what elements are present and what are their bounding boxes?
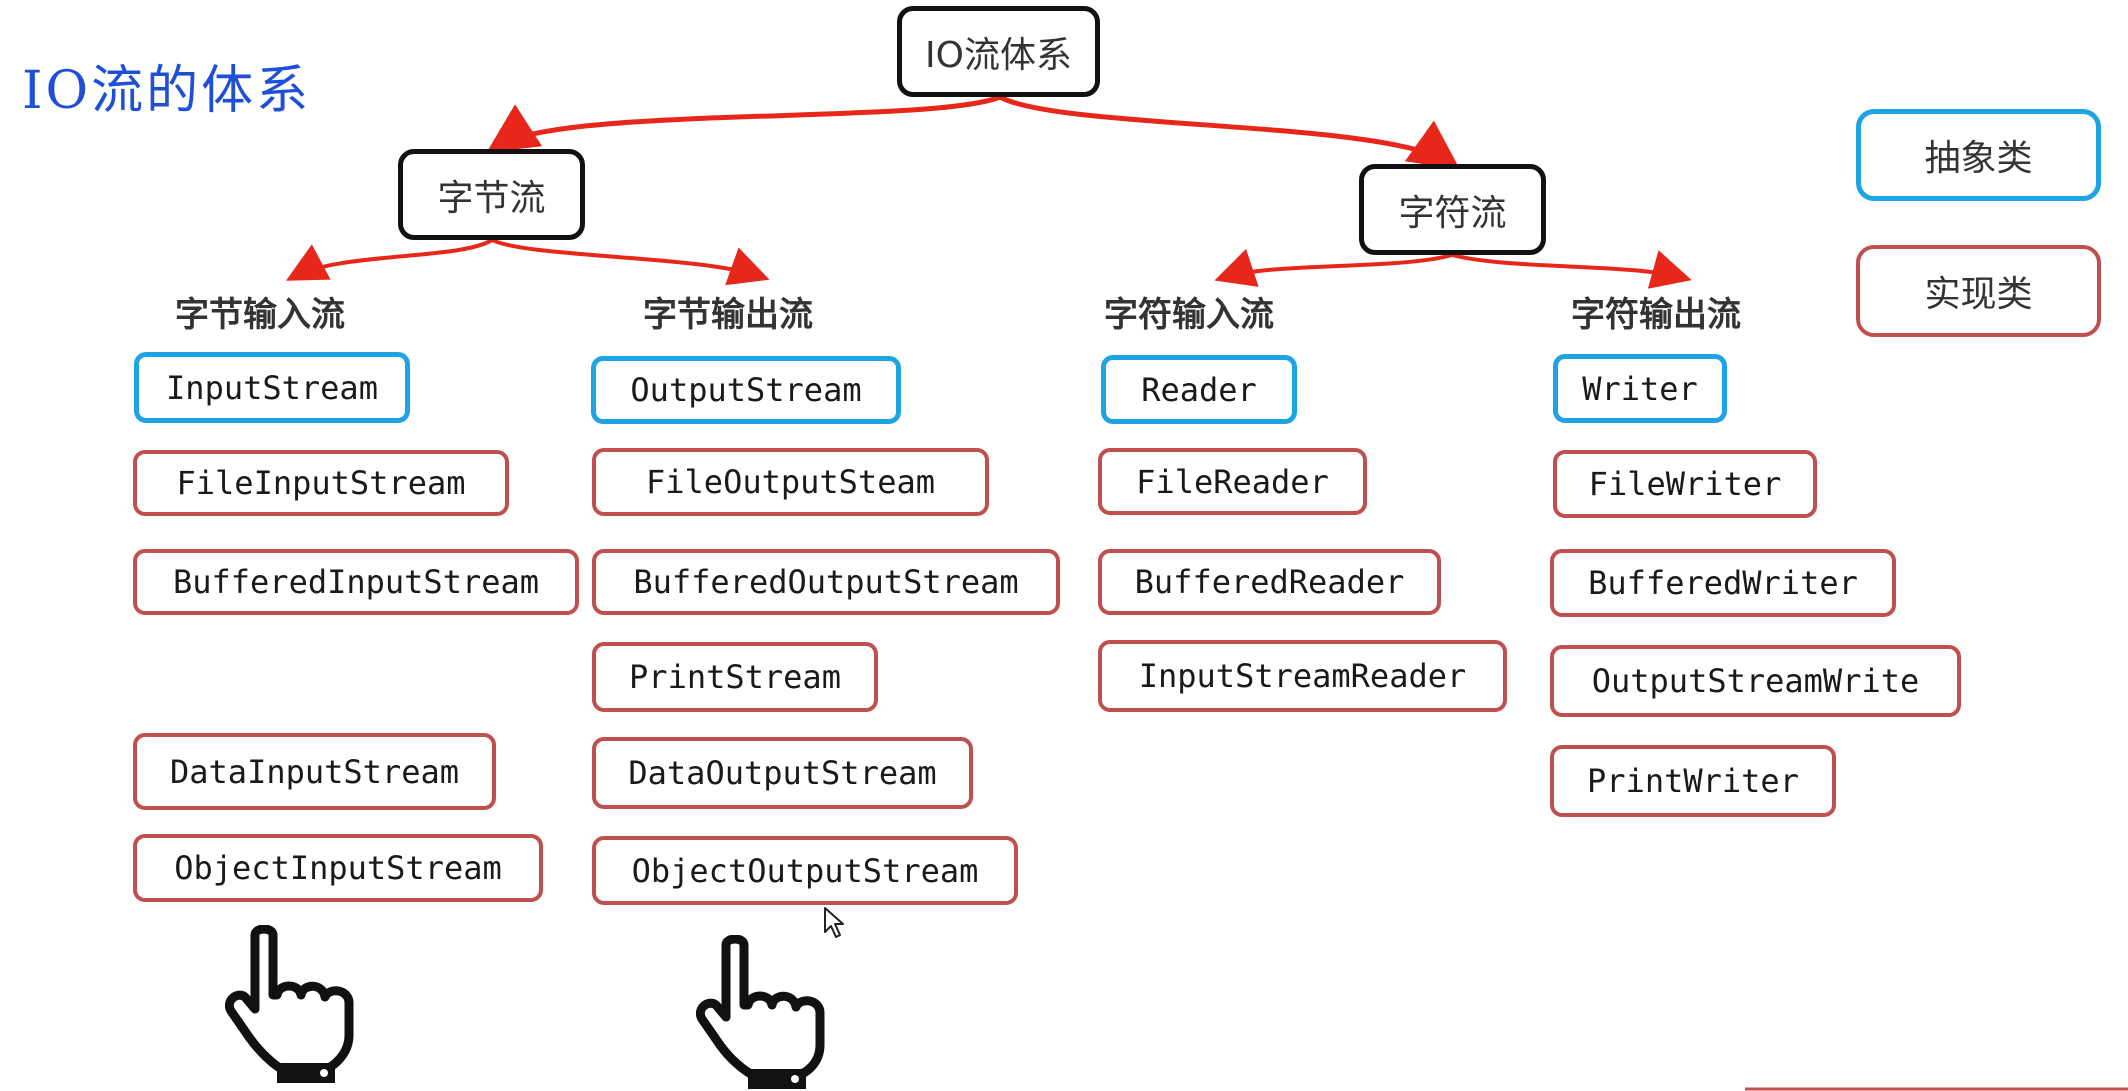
arrow-byte-to-output [491,238,770,286]
arrow-char-to-input [1214,248,1453,287]
arrow-root-to-byte-stream [486,94,1001,153]
pointing-hand-icon [696,935,825,1089]
class-box-reader: Reader [1101,355,1297,424]
class-box-outputstreamwrite: OutputStreamWrite [1550,645,1961,717]
arrow-char-to-output [1451,250,1692,289]
class-box-bufferedinputstream: BufferedInputStream [133,549,579,615]
class-box-outputstream: OutputStream [591,356,901,424]
class-box-bufferedwriter: BufferedWriter [1550,549,1896,617]
class-box-writer: Writer [1553,354,1727,423]
mouse-cursor-icon [824,907,844,938]
class-box-bufferedreader: BufferedReader [1098,549,1441,615]
class-box-bufferedoutputstream: BufferedOutputStream [592,549,1060,615]
class-box-filereader: FileReader [1098,448,1367,515]
node-char-stream: 字符流 [1359,164,1546,255]
class-box-dataoutputstream: DataOutputStream [592,737,973,809]
class-box-fileinputstream: FileInputStream [133,450,509,516]
root-node-io-stream: IO流体系 [897,6,1100,97]
legend-implementation-class: 实现类 [1856,245,2101,337]
category-char-output: 字符输出流 [1571,295,1741,335]
class-box-objectinputstream: ObjectInputStream [133,834,543,902]
class-box-fileoutputsteam: FileOutputSteam [592,448,989,516]
class-box-filewriter: FileWriter [1553,450,1817,518]
class-box-printstream: PrintStream [592,642,878,712]
class-box-datainputstream: DataInputStream [133,733,496,810]
class-box-printwriter: PrintWriter [1550,745,1836,817]
category-byte-output: 字节输出流 [643,295,813,335]
legend-abstract-class: 抽象类 [1856,109,2101,201]
category-char-input: 字符输入流 [1104,295,1274,335]
class-box-inputstreamreader: InputStreamReader [1098,640,1507,712]
node-byte-stream: 字节流 [398,149,585,240]
arrow-root-to-char-stream [998,94,1461,170]
pointing-hand-icon [225,925,354,1083]
category-byte-input: 字节输入流 [175,295,345,335]
class-box-objectoutputstream: ObjectOutputStream [592,836,1018,905]
arrow-byte-to-input [285,238,494,281]
page-title: IO流的体系 [22,61,312,121]
class-box-inputstream: InputStream [134,352,410,423]
